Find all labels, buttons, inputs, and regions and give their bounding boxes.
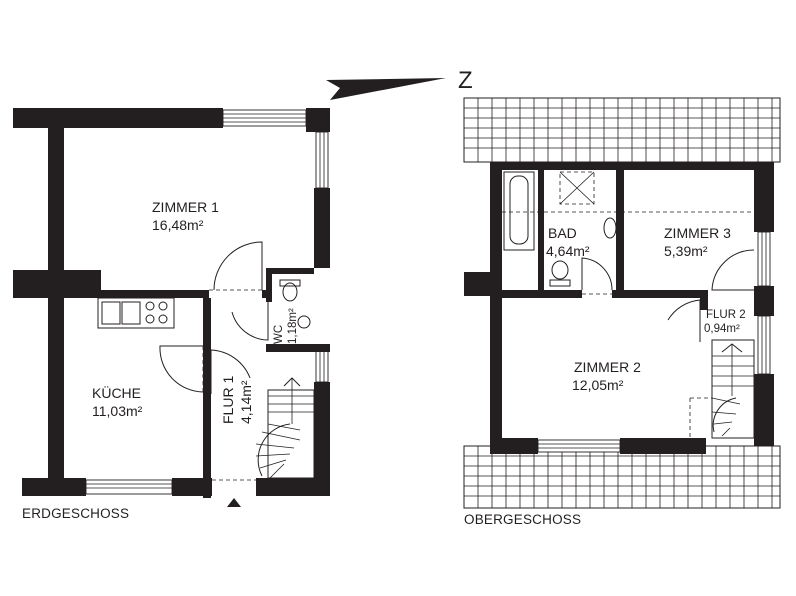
ground-floor-labels: ZIMMER 1 16,48m² KÜCHE 11,03m² FLUR 1 4,… <box>22 199 299 521</box>
ground-floor-plan <box>13 108 330 507</box>
room-area-zimmer1: 16,48m² <box>152 217 204 233</box>
room-name-flur2: FLUR 2 <box>706 309 746 321</box>
upper-floor-plan <box>463 97 781 509</box>
room-area-wc: 1,18m² <box>287 308 299 344</box>
room-area-flur2: 0,94m² <box>704 323 740 335</box>
upper-floor-labels: BAD 4,64m² ZIMMER 3 5,39m² ZIMMER 2 12,0… <box>464 225 746 527</box>
room-area-zimmer2: 12,05m² <box>572 377 624 393</box>
room-name-flur1: FLUR 1 <box>220 376 236 424</box>
room-area-bad: 4,64m² <box>546 243 590 259</box>
north-arrow-icon: Z <box>326 67 473 100</box>
room-name-kueche: KÜCHE <box>92 384 141 401</box>
room-name-zimmer3: ZIMMER 3 <box>664 225 731 241</box>
upper-floor-caption: OBERGESCHOSS <box>464 512 581 527</box>
room-name-zimmer2: ZIMMER 2 <box>574 359 641 375</box>
room-name-wc: WC <box>273 325 285 344</box>
north-label: Z <box>458 67 473 94</box>
room-area-kueche: 11,03m² <box>92 403 143 419</box>
room-name-bad: BAD <box>548 225 577 241</box>
room-name-zimmer1: ZIMMER 1 <box>152 199 219 215</box>
room-area-zimmer3: 5,39m² <box>664 243 708 259</box>
room-area-flur1: 4,14m² <box>238 380 254 424</box>
ground-floor-caption: ERDGESCHOSS <box>22 506 129 521</box>
